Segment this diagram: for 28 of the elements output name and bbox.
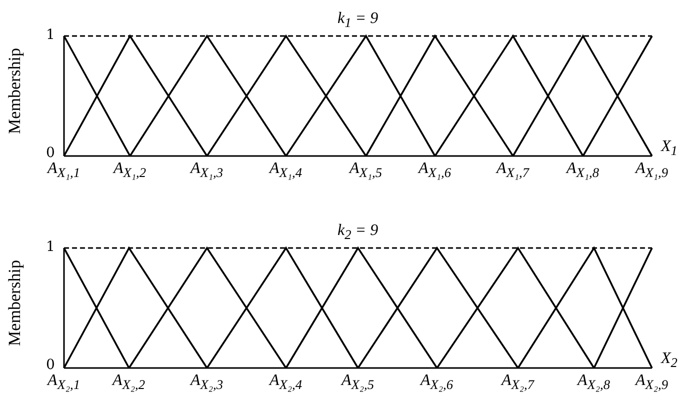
fuzzy-set-label: A$_{X₂,4}$ bbox=[270, 372, 302, 393]
fuzzy-set-label: A$_{X₂,8}$ bbox=[578, 372, 610, 393]
fuzzy-set-label: A$_{X₁,2}$ bbox=[114, 160, 146, 181]
fuzzy-set-label: A$_{X₁,4}$ bbox=[270, 160, 302, 181]
axis-title: Membership bbox=[6, 48, 25, 134]
fuzzy-set-label: A$_{X₂,5}$ bbox=[342, 372, 374, 393]
tick-label: 1 bbox=[46, 240, 55, 256]
panel-title: k$_{2}$ = 9 bbox=[338, 222, 378, 243]
panel-title: k$_{1}$ = 9 bbox=[338, 10, 378, 31]
fuzzy-set-label: A$_{X₂,7}$ bbox=[502, 372, 534, 393]
tick-label: 0 bbox=[46, 358, 55, 374]
fuzzy-set-label: A$_{X₁,6}$ bbox=[418, 160, 452, 181]
fuzzy-set-label: A$_{X₂,2}$ bbox=[112, 372, 146, 393]
fuzzy-set-label: A$_{X₁,5}$ bbox=[350, 160, 382, 181]
fuzzy-set-label: A$_{X₁,9}$ bbox=[636, 160, 668, 181]
fuzzy-set-label: A$_{X₁,3}$ bbox=[190, 160, 224, 181]
tick-label: 1 bbox=[46, 28, 55, 44]
fuzzy-set-label: A$_{X₁,7}$ bbox=[496, 160, 530, 181]
fuzzy-set-label: A$_{X₂,9}$ bbox=[636, 372, 668, 393]
fuzzy-set-label: A$_{X₁,8}$ bbox=[566, 160, 600, 181]
fuzzy-set-label: A$_{X₂,1}$ bbox=[48, 372, 80, 393]
fuzzy-set-label: A$_{X₂,6}$ bbox=[420, 372, 454, 393]
fuzzy-set-label: A$_{X₁,1}$ bbox=[48, 160, 80, 181]
tick-label: 0 bbox=[46, 146, 55, 162]
axis-title: Membership bbox=[6, 260, 25, 346]
axis-title: X$_{2}$ bbox=[661, 350, 678, 371]
axis-title: X$_{1}$ bbox=[661, 138, 678, 159]
fuzzy-set-label: A$_{X₂,3}$ bbox=[190, 372, 224, 393]
